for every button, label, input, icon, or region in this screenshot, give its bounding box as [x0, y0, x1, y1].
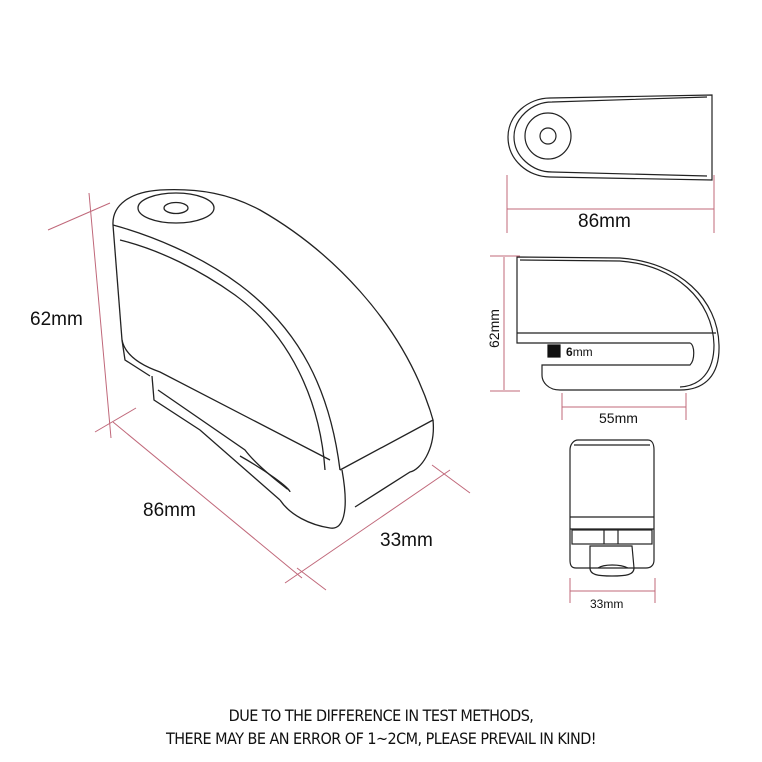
pin-size-unit: mm [572, 345, 593, 359]
isometric-lock-view [112, 189, 434, 529]
side-view-dimension-lines [490, 255, 687, 420]
disclaimer-line-2: THERE MAY BE AN ERROR OF 1~2CM, PLEASE P… [165, 729, 597, 748]
side-view-slot-label: 55mm [599, 410, 638, 426]
pin-size-value: 6 [566, 345, 573, 359]
iso-length-label: 86mm [143, 500, 196, 521]
top-view [507, 94, 713, 181]
side-view-pin-label: 6mm [566, 345, 593, 359]
front-view [569, 439, 655, 577]
front-view-dimension-line [569, 578, 656, 603]
side-view [516, 256, 720, 391]
disclaimer-line-1: DUE TO THE DIFFERENCE IN TEST METHODS, [228, 706, 534, 725]
iso-width-label: 33mm [380, 530, 433, 551]
side-view-height-label: 62mm [486, 309, 502, 348]
iso-height-label: 62mm [30, 309, 83, 330]
iso-dimension-lines [47, 192, 471, 591]
top-view-dimension-line [506, 175, 715, 233]
top-view-length-label: 86mm [578, 211, 631, 232]
front-view-width-label: 33mm [590, 597, 624, 611]
